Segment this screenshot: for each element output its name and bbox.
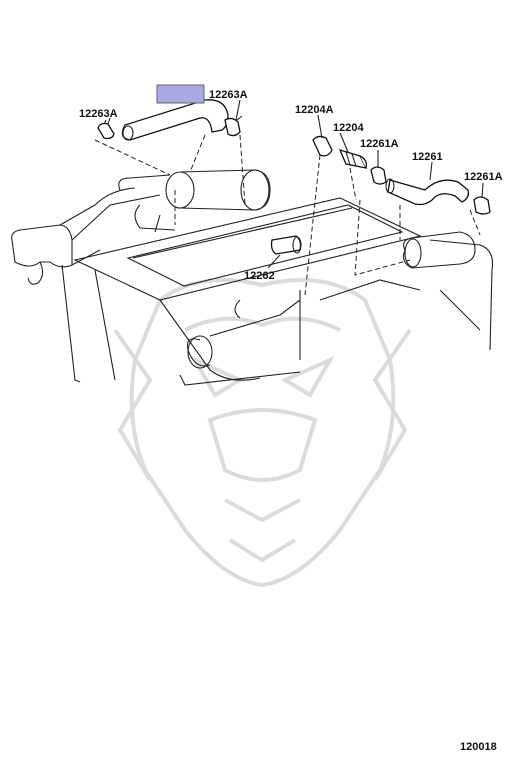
- hose-12263[interactable]: [121, 99, 229, 141]
- clamp-12263A-left[interactable]: [97, 119, 115, 140]
- label-12262: 12262: [244, 270, 275, 282]
- clamp-12263A-top[interactable]: [224, 115, 243, 137]
- diagram-code: 120018: [460, 741, 497, 753]
- clamp-12261A-mid[interactable]: [370, 166, 387, 185]
- label-12204: 12204: [333, 122, 364, 134]
- label-12261A-mid: 12261A: [360, 138, 399, 150]
- leader-lines: [94, 134, 481, 296]
- fitting-12204A[interactable]: [312, 135, 333, 157]
- label-12261A-right: 12261A: [464, 171, 503, 183]
- callout-leaders: [107, 99, 484, 269]
- label-12261: 12261: [412, 151, 443, 163]
- label-12263A-left: 12263A: [79, 108, 118, 120]
- clamp-12261A-right[interactable]: [473, 196, 491, 215]
- hose-12261[interactable]: [385, 178, 470, 206]
- label-12204A: 12204A: [295, 104, 334, 116]
- pcv-valve-12204[interactable]: [338, 148, 368, 169]
- watermark-logo: [113, 278, 412, 588]
- highlight-box: [156, 84, 205, 104]
- engine-outline: [11, 169, 494, 386]
- label-12263A-top: 12263A: [209, 89, 248, 101]
